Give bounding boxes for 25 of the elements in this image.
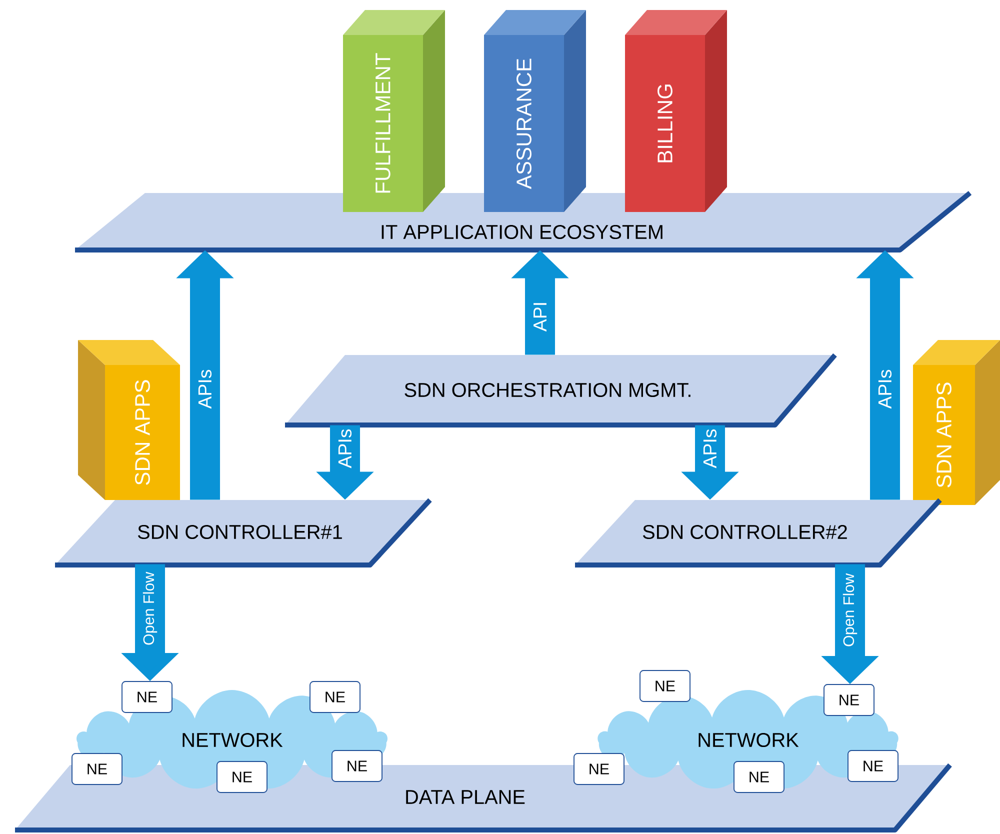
module-block: BILLING: [625, 10, 727, 212]
edge-label: Open Flow: [842, 573, 858, 646]
platform-layer: SDN CONTROLLER#2: [575, 498, 942, 568]
network-element-box: NE: [848, 750, 898, 782]
platform-layer: SDN ORCHESTRATION MGMT.: [285, 353, 837, 428]
network-element-box: NE: [122, 681, 172, 713]
network-element-box: NE: [310, 681, 360, 713]
network-element-box: NE: [332, 750, 382, 782]
module-block: SDN APPS: [78, 340, 180, 500]
network-element-box: NE: [72, 753, 122, 785]
network-element-box: NE: [216, 761, 268, 793]
edge-label: APIs: [703, 429, 717, 468]
module-block: SDN APPS: [913, 340, 1000, 505]
network-element-box: NE: [574, 753, 624, 785]
module-block: FULFILLMENT: [343, 10, 445, 212]
network-element-box: NE: [640, 670, 690, 702]
edge-label: APIs: [878, 370, 892, 409]
module-block: ASSURANCE: [484, 10, 586, 212]
edge-label: APIs: [338, 429, 352, 468]
network-element-box: NE: [824, 684, 874, 716]
edge-label: APIs: [198, 370, 212, 409]
network-element-box: NE: [734, 761, 784, 793]
platform-layer: SDN CONTROLLER#1: [55, 498, 432, 568]
edge-label: API: [534, 303, 546, 332]
edge-label: Open Flow: [142, 572, 158, 645]
